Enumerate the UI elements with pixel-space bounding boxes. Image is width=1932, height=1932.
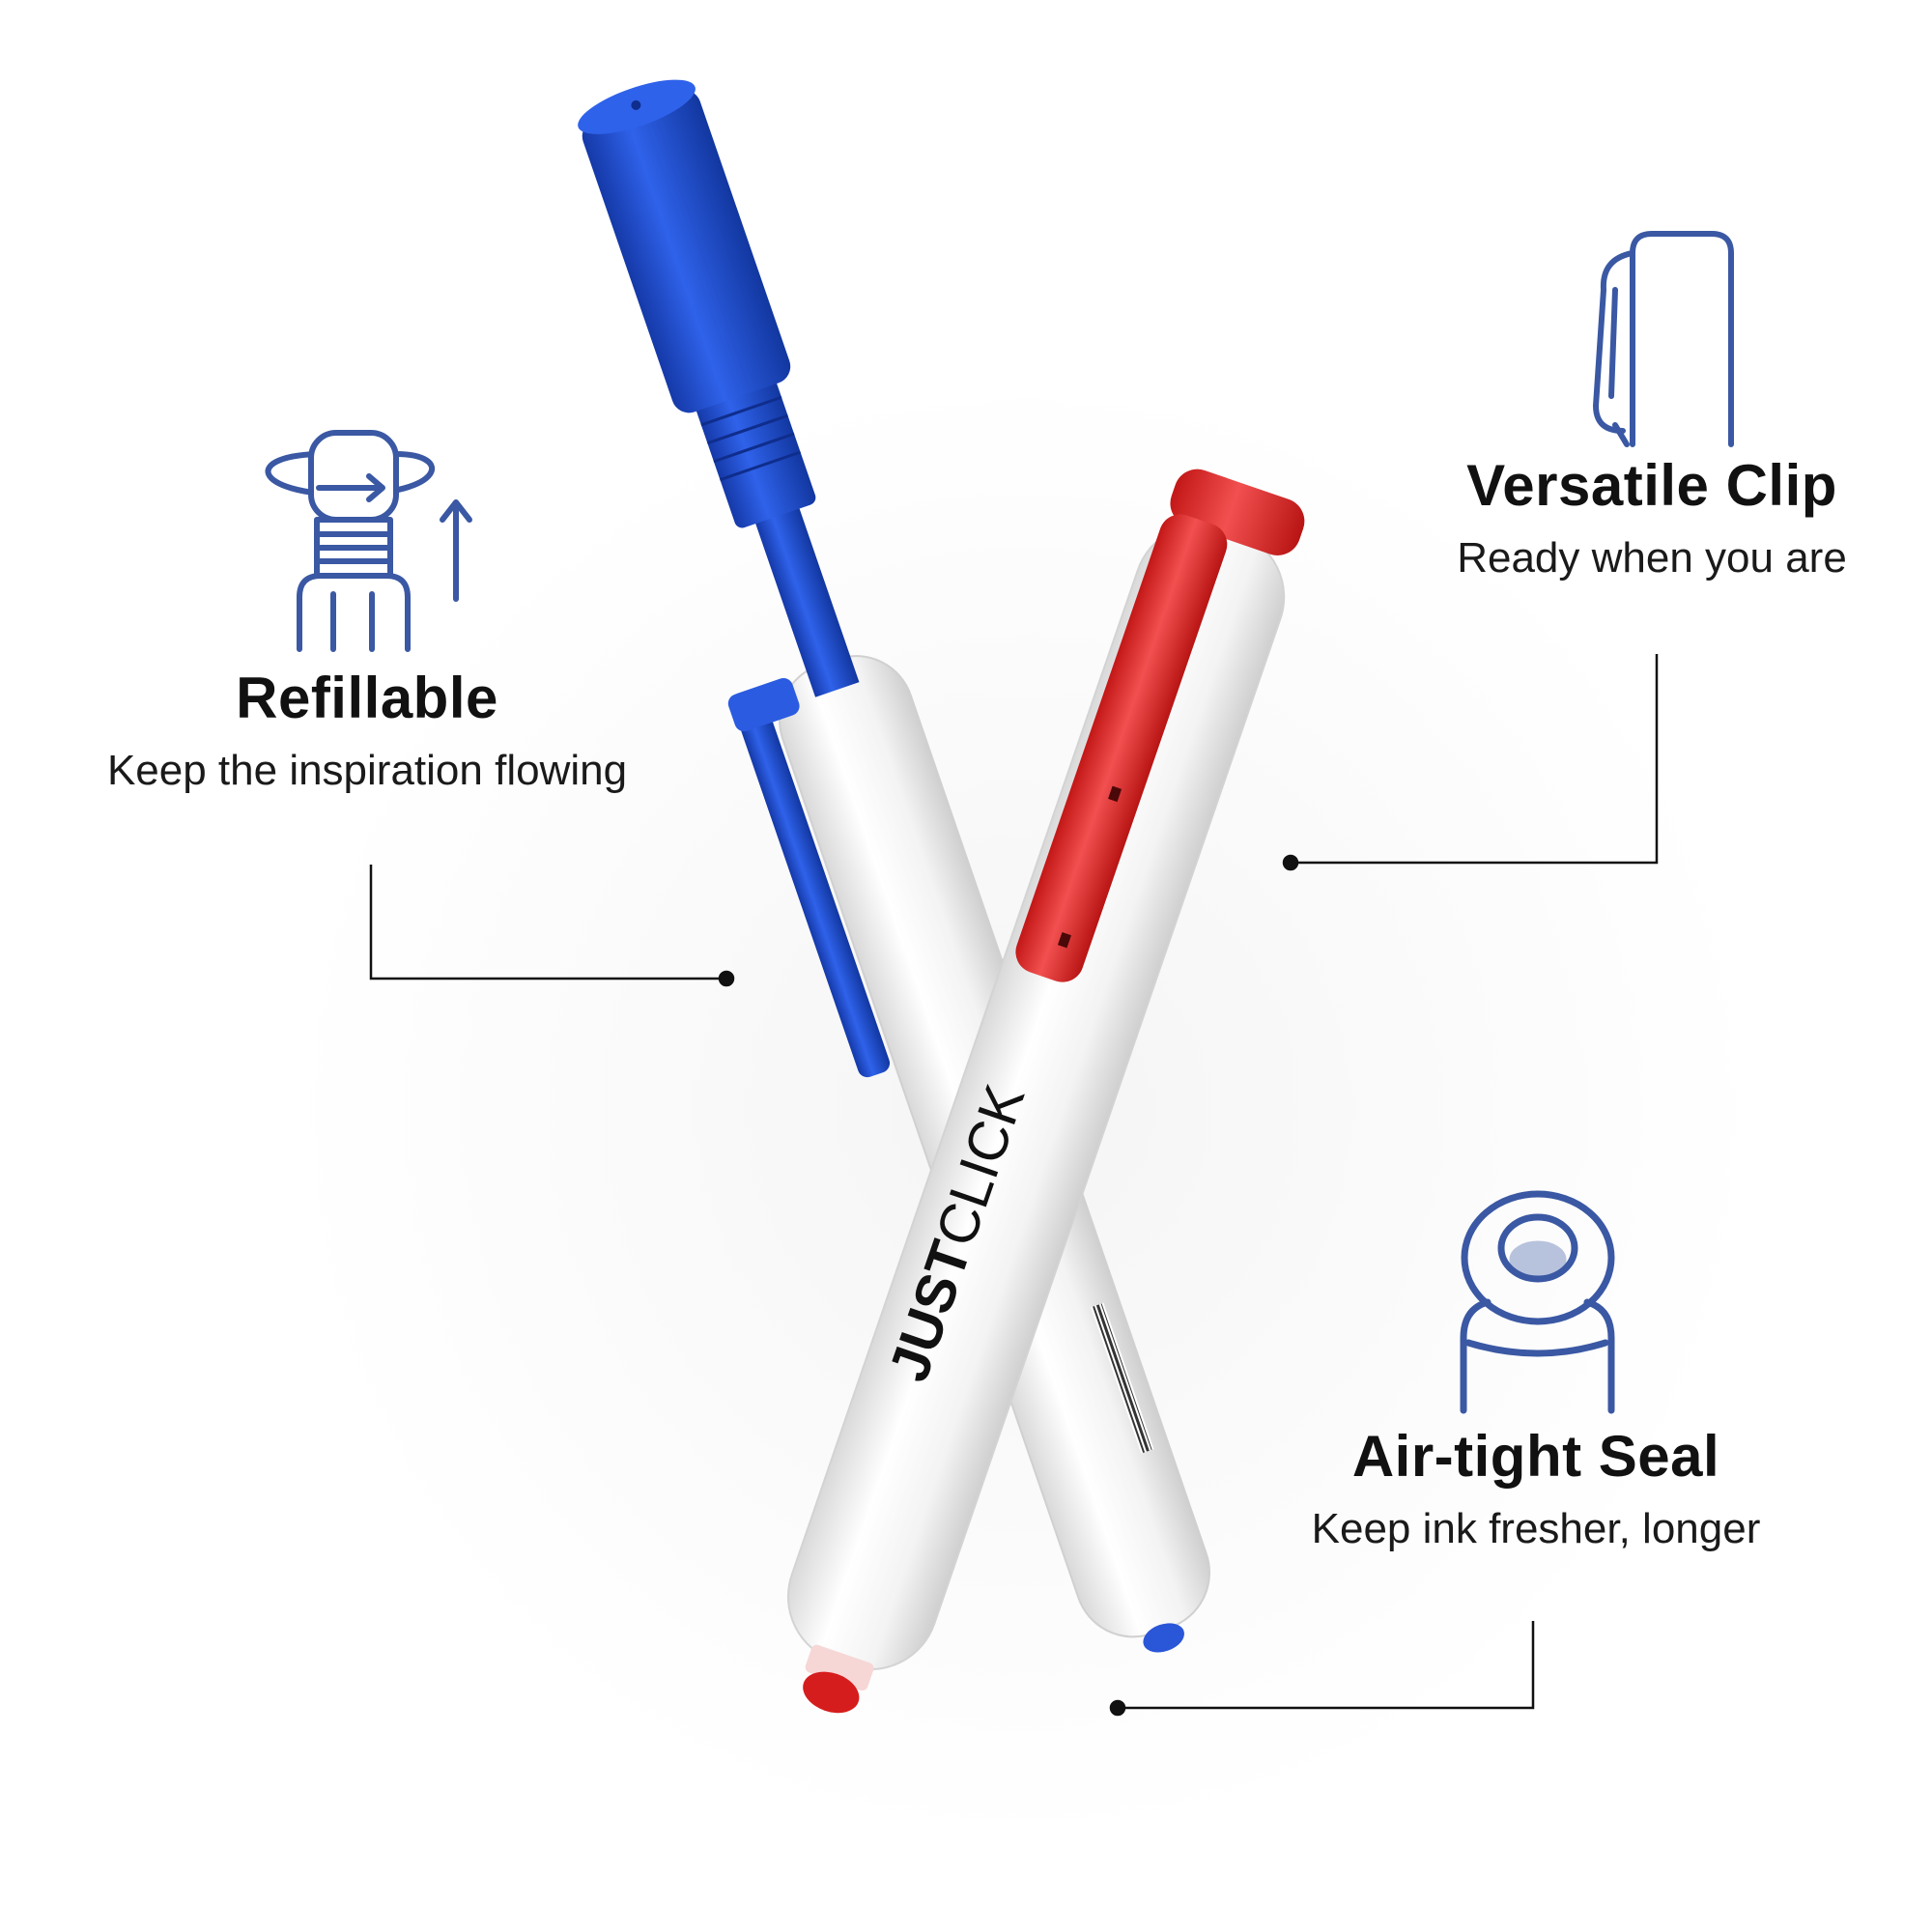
seal-leader-line: [1109, 1621, 1535, 1717]
feature-title: Air-tight Seal: [1351, 1424, 1720, 1489]
red-pen: JUSTCLICK: [786, 469, 1305, 1714]
refill-icon: [265, 430, 472, 652]
feature-air-tight-seal: Air-tight Seal Keep ink fresher, longer: [1236, 1425, 1835, 1552]
feature-subtitle: Keep ink fresher, longer: [1311, 1505, 1761, 1552]
feature-title: Versatile Clip: [1466, 453, 1837, 518]
feature-title: Refillable: [236, 666, 498, 730]
feature-refillable: Refillable Keep the inspiration flowing: [39, 667, 696, 794]
clip-icon: [1593, 231, 1734, 447]
clip-leader-line: [1282, 654, 1659, 871]
feature-versatile-clip: Versatile Clip Ready when you are: [1401, 454, 1903, 582]
feature-subtitle: Ready when you are: [1457, 534, 1847, 582]
refill-leader-line: [369, 865, 735, 987]
feature-subtitle: Keep the inspiration flowing: [106, 747, 628, 794]
seal-icon: [1460, 1190, 1615, 1414]
